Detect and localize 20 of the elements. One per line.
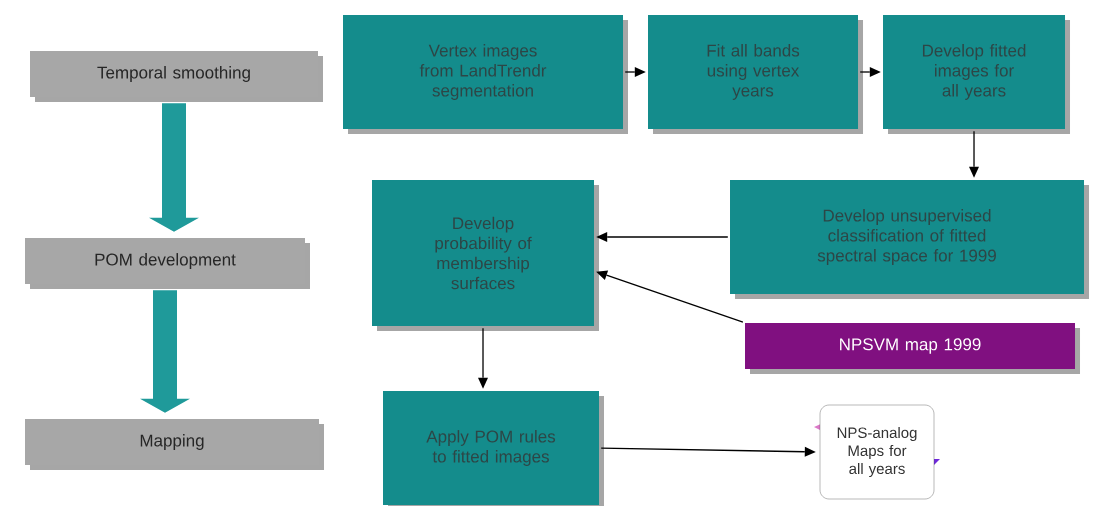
block-arrow	[149, 103, 199, 232]
process-box: Develop unsupervised classification of fitted spectral space for 1999	[730, 180, 1089, 299]
arrow	[600, 446, 816, 457]
arrow	[596, 232, 729, 242]
stage-box: Mapping	[25, 419, 324, 470]
arrow	[969, 130, 979, 178]
process-box: Develop fitted images for all years	[883, 15, 1070, 134]
stage-box: POM development	[25, 238, 310, 289]
arrow	[596, 270, 744, 323]
process-box: Develop probability of membership surfaces	[372, 180, 599, 331]
stage-box: Temporal smoothing	[30, 51, 323, 102]
process-box: Apply POM rules to fitted images	[383, 391, 604, 506]
arrow	[859, 67, 881, 77]
arrow	[478, 327, 488, 389]
input-box: NPSVM map 1999	[745, 323, 1080, 374]
block-arrow	[140, 290, 190, 413]
process-box: Vertex images from LandTrendr segmentation	[343, 15, 628, 134]
process-box: Fit all bands using vertex years	[648, 15, 863, 134]
output-document-box: NPS-analog Maps for all years	[814, 404, 940, 500]
arrow	[624, 67, 646, 77]
